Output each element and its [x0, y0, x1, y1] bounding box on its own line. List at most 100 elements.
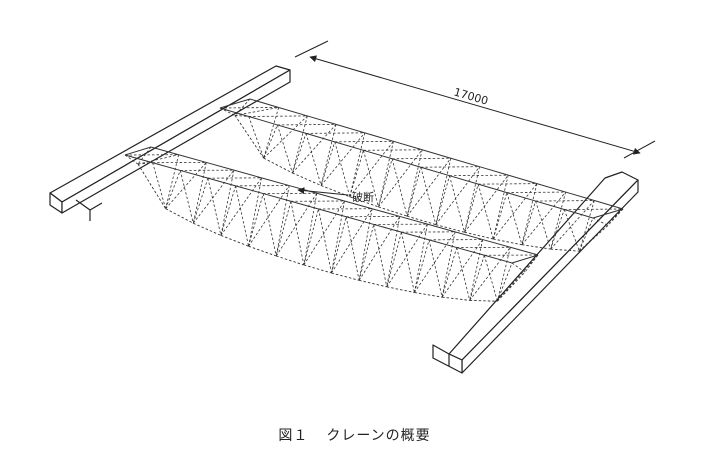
truss-member	[506, 192, 536, 202]
truss-member	[331, 216, 347, 274]
truss-member	[406, 167, 422, 217]
right-runway-beam	[432, 171, 639, 374]
truss-member	[535, 200, 551, 250]
truss-member	[535, 200, 595, 202]
truss-member	[303, 208, 319, 265]
truss-member	[386, 232, 402, 287]
truss-member	[277, 124, 293, 174]
truss-member	[392, 157, 451, 160]
truss-member	[550, 248, 580, 252]
truss-member	[506, 192, 523, 245]
truss-member	[165, 208, 194, 224]
truss-member	[318, 208, 332, 274]
truss-member	[435, 224, 465, 233]
truss-member	[335, 123, 365, 134]
truss-member	[493, 238, 523, 246]
truss-member	[349, 150, 364, 197]
truss-member	[320, 124, 337, 186]
truss-member	[464, 184, 479, 233]
truss-member	[165, 154, 180, 209]
truss-member	[349, 196, 379, 208]
truss-member	[178, 154, 207, 163]
truss-member	[275, 185, 290, 257]
truss-member	[435, 175, 450, 225]
truss-member	[464, 174, 509, 233]
truss-member	[592, 208, 624, 219]
truss-member	[359, 279, 387, 288]
truss-member	[152, 162, 167, 209]
truss-member	[469, 299, 498, 302]
truss-member	[292, 172, 322, 186]
break-label: 破断	[352, 190, 374, 204]
truss-member	[607, 208, 624, 226]
truss-member	[464, 166, 480, 233]
truss-member	[511, 254, 539, 264]
truss-member	[492, 192, 508, 240]
truss-member	[358, 224, 375, 281]
truss-member	[193, 222, 222, 236]
break-annotation: 破断	[297, 187, 374, 204]
truss-member	[456, 247, 485, 256]
truss-member	[137, 146, 152, 165]
truss-member	[482, 239, 511, 248]
truss-member	[550, 200, 595, 250]
truss-member	[435, 158, 452, 225]
truss-member	[449, 175, 465, 233]
truss-member	[206, 161, 235, 171]
truss-member	[306, 132, 365, 134]
truss-member	[469, 247, 511, 301]
truss-member	[331, 200, 345, 274]
truss-member	[344, 200, 373, 210]
truss-member	[449, 174, 509, 177]
truss-member	[469, 255, 485, 301]
truss-member	[248, 177, 262, 247]
truss-member	[137, 163, 167, 209]
truss-member	[535, 200, 565, 211]
truss-member	[331, 208, 373, 274]
truss-member	[594, 200, 624, 210]
truss-member	[334, 141, 351, 197]
truss-member	[248, 245, 277, 257]
truss-member	[234, 115, 249, 117]
truss-member	[450, 157, 480, 168]
truss-member	[536, 183, 566, 193]
truss-member	[249, 98, 279, 108]
truss-member	[180, 169, 209, 179]
truss-member	[248, 115, 308, 117]
truss-member	[137, 162, 153, 165]
truss-member	[291, 115, 308, 174]
truss-member	[220, 177, 262, 236]
truss-member	[137, 154, 179, 165]
truss-member	[441, 231, 456, 298]
truss-member	[363, 149, 423, 151]
truss-member	[564, 209, 594, 219]
truss-member	[248, 193, 264, 247]
figure-number: 図１	[278, 428, 309, 444]
left-runway-beam	[49, 65, 291, 221]
truss-member	[234, 107, 279, 116]
truss-member	[292, 133, 307, 174]
truss-member	[391, 158, 408, 217]
truss-member	[386, 216, 401, 287]
truss-member	[521, 200, 536, 245]
truss-member	[564, 208, 624, 210]
truss-member	[220, 185, 236, 236]
truss-member	[150, 146, 179, 156]
truss-member	[496, 262, 513, 302]
truss-member	[275, 193, 318, 257]
truss-member	[414, 239, 430, 293]
truss-member	[219, 107, 249, 117]
truss-member	[303, 264, 332, 274]
truss-member	[428, 239, 443, 298]
truss-member	[233, 169, 262, 179]
truss-member	[165, 170, 181, 209]
truss-member	[378, 149, 423, 208]
truss-member	[565, 191, 595, 202]
truss-member	[484, 254, 513, 264]
truss-member	[464, 231, 494, 240]
truss-member	[550, 209, 565, 250]
truss-member	[262, 193, 277, 257]
truss-member	[261, 177, 290, 187]
truss-member	[192, 169, 235, 224]
truss-member	[386, 286, 415, 293]
